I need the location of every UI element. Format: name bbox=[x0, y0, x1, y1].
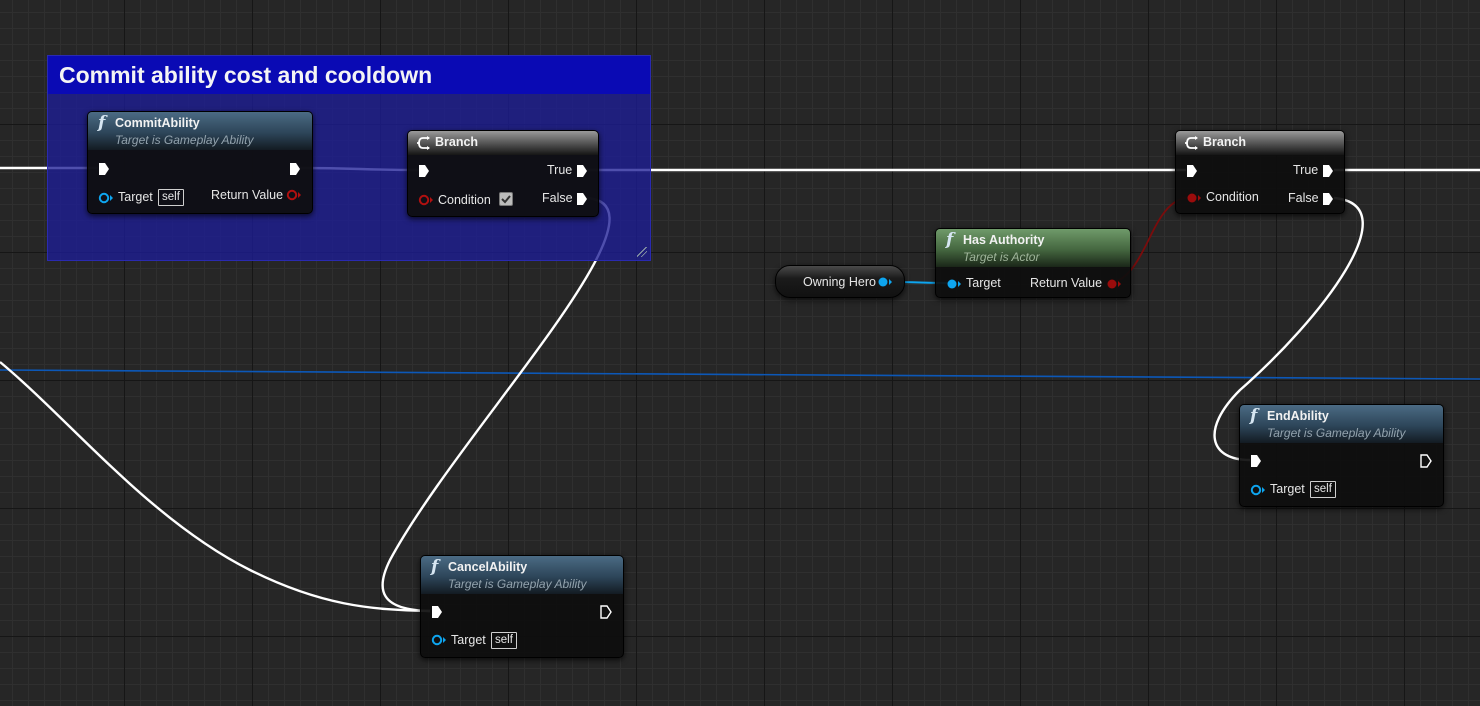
target-pin-icon[interactable] bbox=[946, 278, 962, 290]
exec-in-pin-icon[interactable] bbox=[431, 605, 443, 619]
condition-checkbox[interactable] bbox=[499, 192, 513, 206]
exec-in-pin-icon[interactable] bbox=[98, 162, 110, 176]
return-value-pin-icon[interactable] bbox=[1106, 278, 1122, 290]
node-title: CommitAbility bbox=[115, 116, 200, 130]
condition-label: Condition bbox=[438, 193, 491, 207]
self-value-box[interactable]: self bbox=[158, 189, 184, 206]
false-label: False bbox=[1288, 191, 1319, 205]
node-header[interactable]: f CommitAbility Target is Gameplay Abili… bbox=[88, 112, 312, 150]
target-pin-icon[interactable] bbox=[1250, 484, 1266, 496]
node-header[interactable]: Branch bbox=[1176, 131, 1344, 155]
exec-wire-offscreen-to-cancel bbox=[0, 361, 431, 613]
return-value-pin-icon[interactable] bbox=[286, 189, 302, 201]
target-pin-icon[interactable] bbox=[98, 192, 114, 204]
return-value-label: Return Value bbox=[1030, 276, 1103, 290]
condition-pin-icon[interactable] bbox=[418, 194, 434, 206]
resize-grip-icon[interactable] bbox=[637, 247, 647, 257]
node-subtitle: Target is Gameplay Ability bbox=[1267, 426, 1406, 440]
condition-label: Condition bbox=[1206, 190, 1259, 204]
function-f-icon: f bbox=[98, 113, 106, 133]
node-header[interactable]: Branch bbox=[408, 131, 598, 155]
branch-icon bbox=[417, 136, 430, 150]
node-cancel-ability[interactable]: f CancelAbility Target is Gameplay Abili… bbox=[420, 555, 624, 658]
object-wire-offscreen bbox=[0, 369, 1480, 380]
node-header[interactable]: f EndAbility Target is Gameplay Ability bbox=[1240, 405, 1443, 443]
branch-icon bbox=[1185, 136, 1198, 150]
owning-hero-out-pin-icon[interactable] bbox=[877, 276, 893, 288]
node-branch-1[interactable]: Branch True Condition False bbox=[407, 130, 599, 217]
true-exec-pin-icon[interactable] bbox=[1322, 164, 1334, 178]
node-end-ability[interactable]: f EndAbility Target is Gameplay Ability … bbox=[1239, 404, 1444, 507]
variable-label: Owning Hero bbox=[803, 275, 876, 289]
target-label: Target bbox=[118, 190, 153, 204]
node-commit-ability[interactable]: f CommitAbility Target is Gameplay Abili… bbox=[87, 111, 313, 214]
node-subtitle: Target is Actor bbox=[963, 250, 1040, 264]
node-title: Branch bbox=[435, 135, 479, 149]
target-pin-icon[interactable] bbox=[431, 634, 447, 646]
exec-in-pin-icon[interactable] bbox=[1186, 164, 1198, 178]
false-exec-pin-icon[interactable] bbox=[1322, 192, 1334, 206]
target-label: Target bbox=[1270, 482, 1305, 496]
exec-out-pin-icon[interactable] bbox=[1420, 454, 1432, 468]
self-value-box[interactable]: self bbox=[491, 632, 517, 649]
condition-pin-icon[interactable] bbox=[1186, 192, 1202, 204]
variable-node-owning-hero[interactable]: Owning Hero bbox=[775, 265, 905, 298]
return-value-label: Return Value bbox=[211, 188, 284, 202]
node-title: EndAbility bbox=[1267, 409, 1329, 423]
node-title: CancelAbility bbox=[448, 560, 528, 574]
exec-in-pin-icon[interactable] bbox=[418, 164, 430, 178]
node-branch-2[interactable]: Branch True Condition False bbox=[1175, 130, 1345, 214]
self-value-box[interactable]: self bbox=[1310, 481, 1336, 498]
function-f-icon: f bbox=[1250, 406, 1258, 426]
true-exec-pin-icon[interactable] bbox=[576, 164, 588, 178]
target-label: Target bbox=[966, 276, 1001, 290]
target-label: Target bbox=[451, 633, 486, 647]
node-subtitle: Target is Gameplay Ability bbox=[448, 577, 587, 591]
function-f-icon: f bbox=[431, 557, 439, 577]
function-f-icon: f bbox=[946, 230, 954, 250]
checkmark-icon bbox=[501, 195, 511, 204]
true-label: True bbox=[547, 163, 573, 177]
node-header[interactable]: f CancelAbility Target is Gameplay Abili… bbox=[421, 556, 623, 594]
exec-out-pin-icon[interactable] bbox=[289, 162, 301, 176]
false-label: False bbox=[542, 191, 573, 205]
true-label: True bbox=[1293, 163, 1319, 177]
exec-in-pin-icon[interactable] bbox=[1250, 454, 1262, 468]
node-has-authority[interactable]: f Has Authority Target is Actor Target R… bbox=[935, 228, 1131, 298]
comment-title[interactable]: Commit ability cost and cooldown bbox=[48, 56, 650, 94]
exec-out-pin-icon[interactable] bbox=[600, 605, 612, 619]
node-subtitle: Target is Gameplay Ability bbox=[115, 133, 254, 147]
node-header[interactable]: f Has Authority Target is Actor bbox=[936, 229, 1130, 267]
node-title: Has Authority bbox=[963, 233, 1045, 247]
node-title: Branch bbox=[1203, 135, 1247, 149]
false-exec-pin-icon[interactable] bbox=[576, 192, 588, 206]
